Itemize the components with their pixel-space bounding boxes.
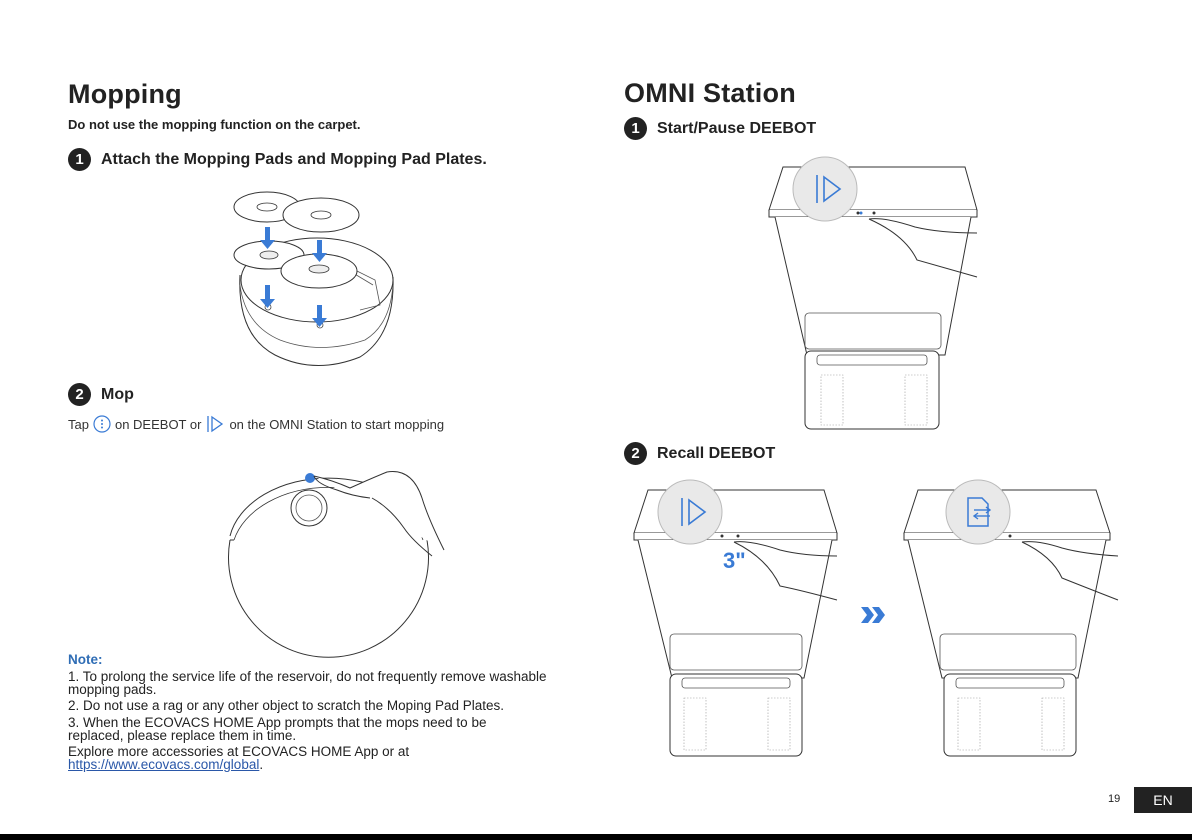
robot-top-view-illustration (228, 471, 445, 658)
step-number: 2 (68, 383, 91, 406)
step-label: Recall DEEBOT (657, 444, 776, 462)
station-step-2: 2 Recall DEEBOT (624, 442, 775, 465)
mopping-step-2: 2 Mop (68, 383, 134, 406)
explore-text: Explore more accessories at ECOVACS HOME… (68, 744, 568, 772)
bottom-rule (0, 834, 1192, 840)
down-arrow-icon (260, 285, 275, 308)
tap-instruction: Tap on DEEBOT or on the OMNI Station to … (68, 415, 444, 433)
omni-station-title: OMNI Station (624, 78, 796, 108)
page-number: 19 (1108, 793, 1121, 805)
start-pause-icon (205, 415, 225, 433)
explore-prefix: Explore more accessories at ECOVACS HOME… (68, 744, 410, 759)
start-pause-icon (805, 170, 806, 171)
carpet-warning: Do not use the mopping function on the c… (68, 117, 361, 132)
note-item-2: 2. Do not use a rag or any other object … (68, 698, 505, 713)
down-arrow-icon (312, 240, 327, 262)
ecovacs-link[interactable]: https://www.ecovacs.com/global (68, 757, 260, 772)
station-start-illustration (768, 156, 978, 430)
tap-text: Tap (68, 416, 89, 432)
double-chevron-icon (861, 607, 885, 623)
step-label: Mop (101, 385, 134, 403)
station-recall-illustration (903, 479, 1119, 757)
mopping-pads-illustration (233, 191, 394, 366)
step-label: Start/Pause DEEBOT (657, 119, 817, 137)
step-number: 2 (624, 442, 647, 465)
step-number: 1 (624, 117, 647, 140)
step-number: 1 (68, 148, 91, 171)
station-recall-hold-illustration (633, 479, 838, 757)
tap-text: on DEEBOT or (114, 416, 202, 432)
mop-button-icon (93, 415, 111, 433)
language-tab: EN (1134, 787, 1192, 813)
recall-icon (978, 512, 979, 513)
explore-suffix: . (259, 757, 264, 772)
step-label: Attach the Mopping Pads and Mopping Pad … (101, 150, 487, 168)
station-step-1: 1 Start/Pause DEEBOT (624, 117, 816, 140)
note-item-3: 3. When the ECOVACS HOME App prompts tha… (68, 715, 487, 743)
down-arrow-icon (312, 305, 327, 327)
note-item-1: 1. To prolong the service life of the re… (68, 669, 547, 697)
mopping-title: Mopping (68, 79, 182, 109)
down-arrow-icon (260, 227, 275, 249)
mopping-step-1: 1 Attach the Mopping Pads and Mopping Pa… (68, 148, 487, 171)
note-title: Note: (68, 652, 103, 667)
tap-text: on the OMNI Station to start mopping (229, 416, 445, 432)
hold-duration: 3" (723, 548, 746, 573)
